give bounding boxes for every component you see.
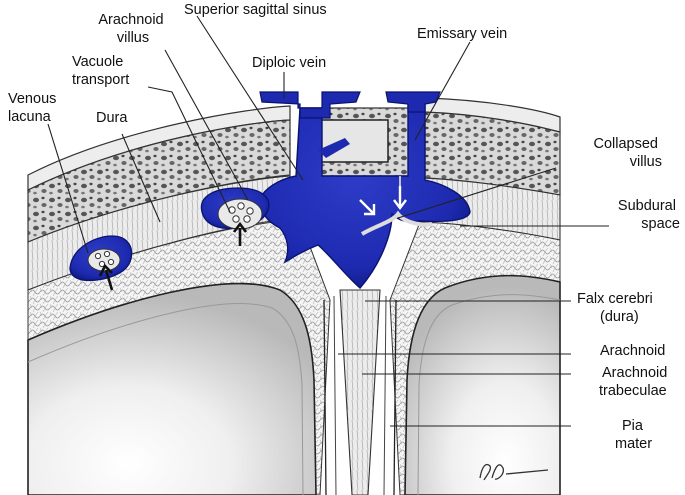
leader-vacuole-transport <box>147 86 231 213</box>
left-gray-matter-edge <box>27 303 304 495</box>
label-pia-mater: Pia mater <box>615 418 652 452</box>
leader-dura <box>121 133 161 223</box>
label-falx-cerebri: Falx cerebri (dura) <box>577 291 657 325</box>
pia-line-right <box>393 299 397 495</box>
falx-cerebri <box>339 289 381 495</box>
diploic-vein <box>259 91 361 119</box>
leader-arachnoid-villus <box>164 49 249 201</box>
collapsed-villus <box>360 210 433 236</box>
vacuole-transport-arrow <box>232 221 248 246</box>
label-venous-lacuna: Venous lacuna <box>8 91 60 125</box>
pia-line-left <box>323 299 327 495</box>
artist-signature <box>479 463 549 481</box>
leader-venous-lacuna <box>47 123 89 254</box>
label-emissary-vein: Emissary vein <box>417 26 507 42</box>
label-arachnoid-trabeculae: Arachnoid trabeculae <box>599 365 671 399</box>
vacuole <box>246 207 254 215</box>
label-arachnoid: Arachnoid <box>600 343 665 359</box>
label-arachnoid-villus: Arachnoid villus <box>98 12 167 46</box>
label-superior-sagittal-sinus: Superior sagittal sinus <box>184 2 327 18</box>
vacuole <box>228 206 236 214</box>
leader-emissary-vein <box>414 41 471 141</box>
label-subdural-space: Subdural space <box>618 198 680 232</box>
vacuole <box>94 252 102 260</box>
label-vacuole-transport: Vacuole transport <box>72 54 129 88</box>
diploic-vein-branch <box>318 138 350 158</box>
label-dura: Dura <box>96 110 128 126</box>
lacuna-transport-arrow <box>98 263 114 291</box>
emissary-flow-arrow <box>393 186 407 210</box>
vacuole <box>103 250 111 258</box>
collapsed-villus-arrow <box>359 199 376 216</box>
vacuole <box>232 215 240 223</box>
vacuole <box>237 202 245 210</box>
leader-superior-sagittal-sinus <box>196 15 304 181</box>
vacuole <box>107 258 115 266</box>
right-cerebral-hemisphere <box>404 274 561 495</box>
skull-outer-table-right <box>424 97 561 133</box>
arachnoid-line-left <box>333 295 337 495</box>
arachnoid-line-right <box>383 295 387 495</box>
vacuole <box>243 215 251 223</box>
left-cerebral-hemisphere <box>27 282 317 495</box>
leader-collapsed-villus <box>397 167 557 219</box>
emissary-vein <box>385 91 441 113</box>
right-gray-matter-edge <box>417 294 561 495</box>
label-diploic-vein: Diploic vein <box>252 55 326 71</box>
label-collapsed-villus: Collapsed villus <box>593 136 662 170</box>
